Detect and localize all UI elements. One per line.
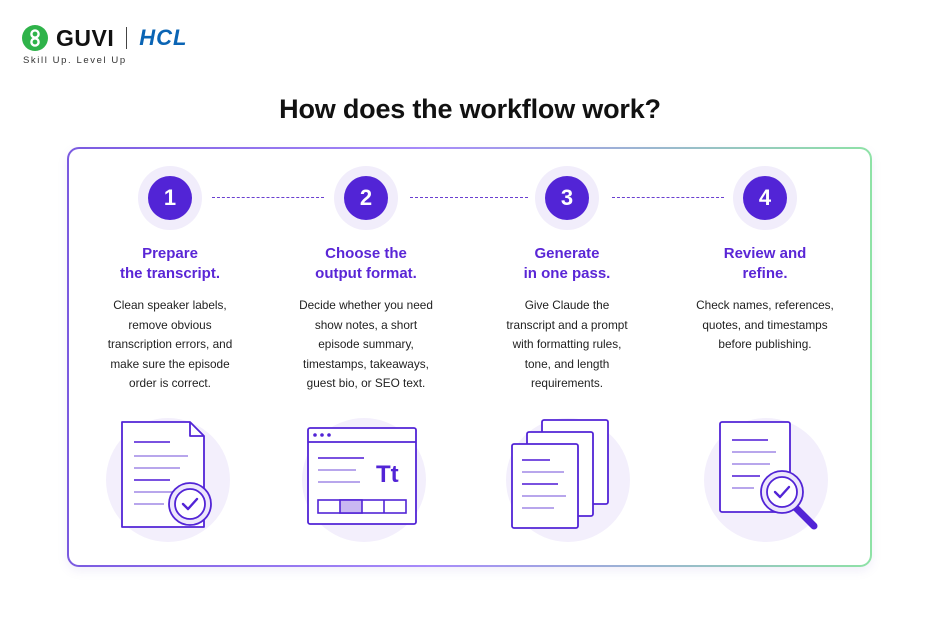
desc-line: quotes, and timestamps (702, 317, 828, 332)
step-heading-line: Choose the (325, 245, 407, 262)
workflow-step-3: 3 Generate in one pass. Give Claude the … (467, 166, 667, 394)
desc-line: Give Claude the (524, 298, 610, 312)
desc-line: transcript and a prompt (506, 317, 628, 332)
guvi-logo-icon (22, 25, 48, 51)
text-format-glyph: Tt (376, 461, 399, 488)
step-heading-line: output format. (315, 265, 417, 282)
workflow-step-4: 4 Review and refine. Check names, refere… (665, 166, 865, 355)
step-description: Give Claude the transcript and a prompt … (467, 296, 667, 394)
desc-line: with formatting rules, (512, 337, 622, 351)
step-number: 1 (148, 176, 192, 220)
logo-divider (126, 27, 128, 49)
desc-line: requirements. (530, 376, 604, 390)
step-number-badge: 3 (535, 166, 599, 230)
stacked-documents-icon (498, 412, 638, 547)
step-connector (410, 197, 528, 198)
desc-line: guest bio, or SEO text. (306, 376, 426, 390)
document-magnifier-icon (698, 412, 838, 547)
step-number: 3 (545, 176, 589, 220)
step-description: Clean speaker labels, remove obvious tra… (70, 296, 270, 394)
workflow-step-2: 2 Choose the output format. Decide wheth… (266, 166, 466, 394)
desc-line: tone, and length (524, 356, 610, 371)
document-check-icon (100, 412, 240, 547)
step-heading-line: Prepare (142, 245, 198, 262)
step-heading-line: refine. (742, 265, 788, 282)
workflow-step-1: 1 Prepare the transcript. Clean speaker … (70, 166, 270, 394)
step-connector (212, 197, 324, 198)
desc-line: make sure the episode (110, 356, 230, 371)
step-description: Decide whether you need show notes, a sh… (266, 296, 466, 394)
step-connector (612, 197, 724, 198)
step-heading-line: Generate (534, 245, 600, 262)
brand-tagline: Skill Up. Level Up (23, 55, 127, 66)
step-description: Check names, references, quotes, and tim… (665, 296, 865, 355)
desc-line: episode summary, (318, 337, 414, 351)
step-heading: Choose the output format. (266, 244, 466, 286)
desc-line: Check names, references, (696, 298, 834, 312)
desc-line: show notes, a short (314, 317, 418, 332)
step-heading: Prepare the transcript. (70, 244, 270, 286)
desc-line: transcription errors, and (107, 337, 233, 351)
step-heading: Generate in one pass. (467, 244, 667, 286)
hcl-wordmark: HCL (139, 25, 188, 50)
brand-logo: GUVI HCL Skill Up. Level Up (22, 24, 188, 66)
desc-line: before publishing. (718, 337, 812, 351)
desc-line: remove obvious (128, 317, 212, 332)
page-title: How does the workflow work? (279, 94, 661, 124)
step-heading-line: the transcript. (119, 265, 221, 282)
desc-line: timestamps, takeaways, (303, 356, 429, 371)
step-number-badge: 1 (138, 166, 202, 230)
step-number-badge: 2 (334, 166, 398, 230)
format-window-icon: Tt (294, 412, 436, 547)
desc-line: Clean speaker labels, (113, 298, 227, 312)
guvi-wordmark: GUVI (56, 24, 115, 51)
step-heading-line: in one pass. (523, 265, 611, 282)
step-heading-line: Review and (723, 245, 807, 262)
step-number: 2 (344, 176, 388, 220)
step-number-badge: 4 (733, 166, 797, 230)
step-heading: Review and refine. (665, 244, 865, 286)
desc-line: Decide whether you need (299, 298, 433, 312)
desc-line: order is correct. (129, 376, 211, 390)
step-number: 4 (743, 176, 787, 220)
